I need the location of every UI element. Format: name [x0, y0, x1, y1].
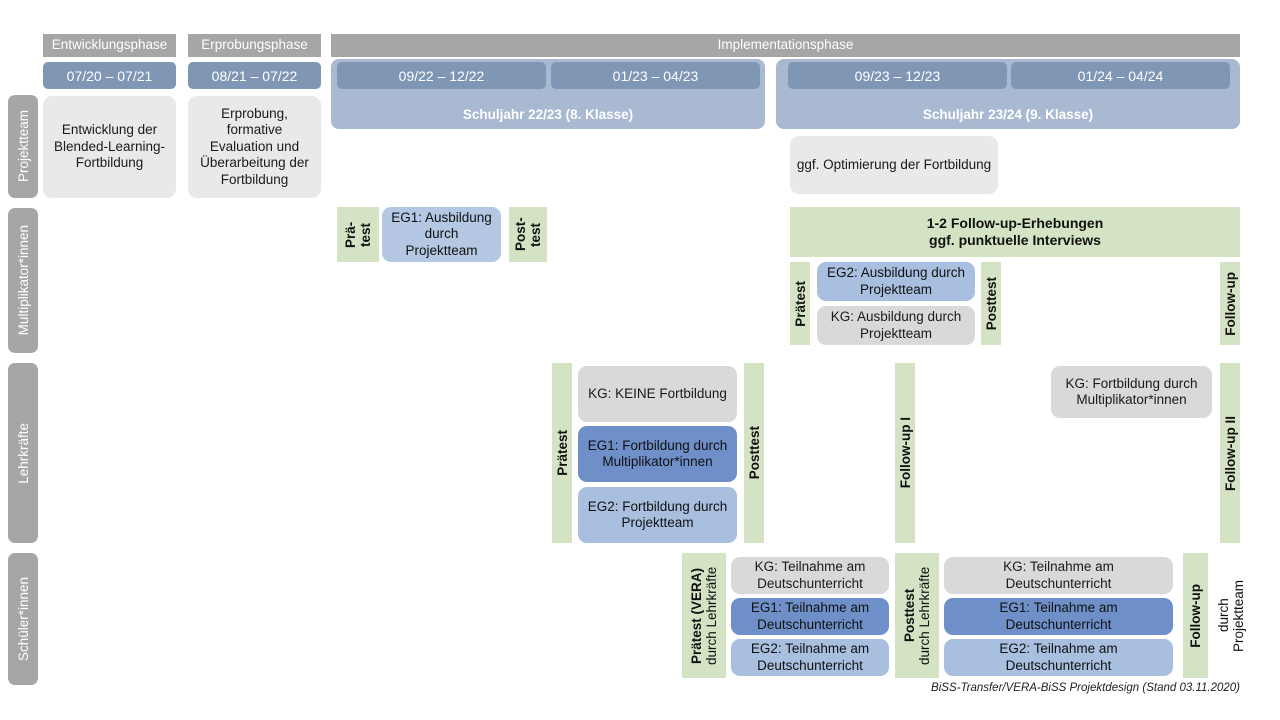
card-erprobung-evaluation: Erprobung, formative Evaluation und Über… — [188, 96, 321, 198]
measure-label-line2: test — [358, 222, 373, 247]
measure-posttest-schuelerinnen: Posttest durch Lehrkräfte — [895, 553, 939, 678]
card-eg2-fortbildung-projektteam: EG2: Fortbildung durch Projektteam — [578, 487, 737, 543]
measure-label: Follow-up II — [1222, 415, 1238, 491]
date-chip-label: 08/21 – 07/22 — [211, 67, 298, 84]
measure-praetest-multiplikatoren-2: Prätest — [790, 262, 810, 345]
measure-label-main: Posttest — [902, 588, 917, 643]
phase-header-entwicklungsphase: Entwicklungsphase — [43, 34, 176, 57]
card-label: KG: Teilnahme am Deutschunterricht — [754, 559, 866, 591]
date-chip-0922-1222: 09/22 – 12/22 — [337, 62, 546, 89]
phase-header-label: Implementationsphase — [717, 37, 854, 53]
card-kg-teilnahme-deutschunterricht-left: KG: Teilnahme am Deutschunterricht — [731, 557, 889, 594]
card-label: EG1: Teilnahme am Deutschunterricht — [999, 600, 1118, 632]
card-label: EG2: Ausbildung durch Projektteam — [826, 265, 966, 297]
card-eg1-ausbildung-projektteam: EG1: Ausbildung durch Projektteam — [382, 207, 501, 262]
date-chip-0124-0424: 01/24 – 04/24 — [1011, 62, 1230, 89]
phase-header-implementationsphase: Implementationsphase — [331, 34, 1240, 57]
card-eg1-teilnahme-deutschunterricht-left: EG1: Teilnahme am Deutschunterricht — [731, 598, 889, 635]
date-chip-label: 01/24 – 04/24 — [1077, 67, 1164, 84]
card-eg2-teilnahme-deutschunterricht-right: EG2: Teilnahme am Deutschunterricht — [944, 639, 1173, 676]
card-label: KG: Ausbildung durch Projektteam — [830, 309, 962, 341]
date-chip-0923-1223: 09/23 – 12/23 — [788, 62, 1007, 89]
sidebar-item-multiplikatorinnen[interactable]: Multiplikator*innen — [8, 208, 38, 353]
measure-label-sub: durch Lehrkräfte — [704, 566, 719, 665]
measure-posttest-lehrkraefte: Posttest — [744, 363, 764, 543]
card-eg1-teilnahme-deutschunterricht-right: EG1: Teilnahme am Deutschunterricht — [944, 598, 1173, 635]
sidebar-item-projektteam[interactable]: Projektteam — [8, 95, 38, 198]
measure-label: Prätest — [554, 430, 570, 476]
measure-label: Prätest — [792, 280, 808, 327]
measure-praetest-multiplikatoren: Prä- test — [337, 207, 379, 262]
banner-line1: 1-2 Follow-up-Erhebungen — [926, 214, 1104, 231]
measure-praetest-vera-schuelerinnen: Prätest (VERA) durch Lehrkräfte — [682, 553, 726, 678]
measure-label-sub2: Projektteam — [1230, 579, 1246, 652]
measure-followup-1-lehrkraefte: Follow-up I — [895, 363, 915, 543]
date-chip-label: 09/22 – 12/22 — [398, 67, 485, 84]
measure-label-line2: test — [528, 222, 543, 247]
sidebar-item-label: Multiplikator*innen — [15, 225, 31, 336]
phase-header-label: Erprobungsphase — [201, 37, 308, 53]
measure-praetest-lehrkraefte: Prätest — [552, 363, 572, 543]
measure-followup-schuelerinnen-sub: durch Projektteam — [1208, 553, 1253, 678]
card-label: Erprobung, formative Evaluation und Über… — [200, 105, 309, 187]
card-label: KG: KEINE Fortbildung — [588, 385, 727, 401]
footer-caption: BiSS-Transfer/VERA-BiSS Projektdesign (S… — [931, 682, 1240, 694]
date-chip-0123-0423: 01/23 – 04/23 — [551, 62, 760, 89]
sidebar-item-label: Projektteam — [15, 110, 31, 183]
banner-line2: ggf. punktuelle Interviews — [929, 232, 1101, 248]
card-label: ggf. Optimierung der Fortbildung — [796, 156, 992, 172]
card-ggf-optimierung: ggf. Optimierung der Fortbildung — [790, 136, 998, 194]
sidebar-item-label: Schüler*innen — [15, 576, 31, 662]
card-eg1-fortbildung-multiplikatoren: EG1: Fortbildung durch Multiplikator*inn… — [578, 426, 737, 482]
measure-posttest-multiplikatoren-2: Posttest — [981, 262, 1001, 345]
measure-label: Follow-up — [1222, 271, 1238, 336]
date-chip-0821-0722: 08/21 – 07/22 — [188, 62, 321, 89]
card-eg2-teilnahme-deutschunterricht-left: EG2: Teilnahme am Deutschunterricht — [731, 639, 889, 676]
card-kg-teilnahme-deutschunterricht-right: KG: Teilnahme am Deutschunterricht — [944, 557, 1173, 594]
card-label: EG1: Ausbildung durch Projektteam — [391, 209, 492, 258]
measure-label-line1: Post- — [513, 217, 528, 252]
phase-header-label: Entwicklungsphase — [51, 37, 168, 53]
school-year-label: Schuljahr 22/23 (8. Klasse) — [462, 107, 634, 122]
banner-followup-erhebungen: 1-2 Follow-up-Erhebungen ggf. punktuelle… — [790, 207, 1240, 257]
measure-label-sub: durch — [1215, 598, 1231, 633]
card-label: Entwicklung der Blended-Learning-Fortbil… — [53, 122, 166, 171]
card-kg-fortbildung-multiplikatoren: KG: Fortbildung durch Multiplikator*inne… — [1051, 366, 1212, 418]
measure-followup-multiplikatoren: Follow-up — [1220, 262, 1240, 345]
date-chip-label: 01/23 – 04/23 — [612, 67, 699, 84]
card-label: KG: Teilnahme am Deutschunterricht — [1003, 559, 1114, 591]
card-label: EG1: Fortbildung durch Multiplikator*inn… — [587, 437, 728, 469]
measure-label: Follow-up I — [897, 417, 913, 489]
measure-label-line1: Prä- — [343, 221, 358, 248]
measure-label: Posttest — [983, 276, 999, 331]
sidebar-item-lehrkraefte[interactable]: Lehrkräfte — [8, 363, 38, 543]
card-entwicklung-blended-learning: Entwicklung der Blended-Learning-Fortbil… — [43, 96, 176, 198]
measure-posttest-multiplikatoren: Post- test — [509, 207, 547, 262]
card-eg2-ausbildung-projektteam: EG2: Ausbildung durch Projektteam — [817, 262, 975, 301]
card-label: EG2: Fortbildung durch Projektteam — [587, 498, 728, 530]
measure-label: Posttest — [746, 426, 762, 480]
date-chip-0720-0721: 07/20 – 07/21 — [43, 62, 176, 89]
measure-followup-2-lehrkraefte: Follow-up II — [1220, 363, 1240, 543]
card-kg-ausbildung-projektteam: KG: Ausbildung durch Projektteam — [817, 306, 975, 345]
date-chip-label: 09/23 – 12/23 — [854, 67, 941, 84]
card-label: EG2: Teilnahme am Deutschunterricht — [999, 641, 1118, 673]
measure-followup-schuelerinnen: Follow-up — [1183, 553, 1208, 678]
measure-label-main: Follow-up — [1188, 583, 1203, 648]
date-chip-label: 07/20 – 07/21 — [66, 67, 153, 84]
card-label: EG2: Teilnahme am Deutschunterricht — [750, 641, 870, 673]
card-label: EG1: Teilnahme am Deutschunterricht — [750, 600, 870, 632]
measure-label-main: Prätest (VERA) — [689, 567, 704, 664]
card-label: KG: Fortbildung durch Multiplikator*inne… — [1065, 375, 1198, 407]
phase-header-erprobungsphase: Erprobungsphase — [188, 34, 321, 57]
sidebar-item-schuelerinnen[interactable]: Schüler*innen — [8, 553, 38, 685]
card-kg-keine-fortbildung: KG: KEINE Fortbildung — [578, 366, 737, 422]
school-year-label: Schuljahr 23/24 (9. Klasse) — [922, 107, 1094, 122]
sidebar-item-label: Lehrkräfte — [15, 422, 31, 484]
measure-label-sub: durch Lehrkräfte — [917, 566, 932, 665]
